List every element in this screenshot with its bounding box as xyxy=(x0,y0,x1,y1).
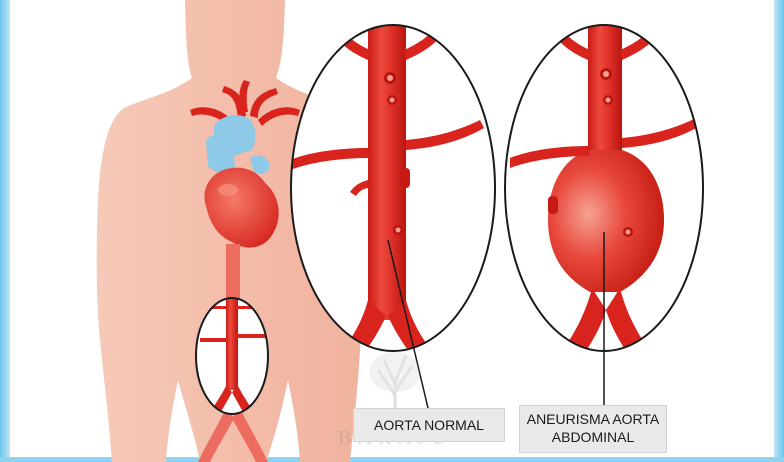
aneurisma-line1: ANEURISMA AORTA xyxy=(520,410,666,428)
aorta-normal-text: AORTA NORMAL xyxy=(374,417,484,433)
aneurisma-label: ANEURISMA AORTA ABDOMINAL xyxy=(519,405,667,453)
aneurisma-line2: ABDOMINAL xyxy=(520,428,666,446)
aorta-normal-label: AORTA NORMAL xyxy=(353,408,505,442)
